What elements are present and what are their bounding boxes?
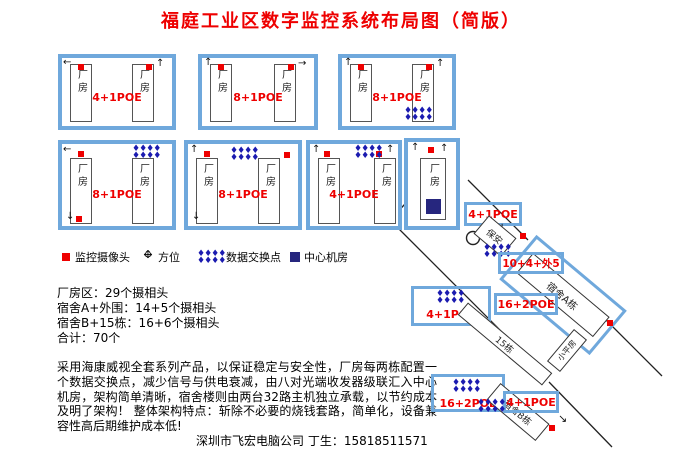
description-text: 采用海康威视全套系列产品，以保证稳定与安全性，厂房每两栋配置一个数据交换点，减少… bbox=[57, 360, 437, 434]
factory-building-label: 厂房 bbox=[263, 163, 275, 189]
switch-cluster-icon: ♦♦♦♦ ♦♦♦♦ bbox=[354, 144, 383, 161]
legend-direction-label: 方位 bbox=[158, 251, 180, 264]
factory-group-4: 厂房 厂房 8+1POE ← ↓ ♦♦♦♦ ♦♦♦♦ bbox=[58, 140, 176, 230]
bottom-switch-box: ♦♦♦♦ ♦♦♦♦ 16+2POE bbox=[431, 374, 505, 412]
legend-switch-label: 数据交换点 bbox=[226, 251, 281, 264]
dorm-a-top-poe-label: 10+4+外5 bbox=[498, 252, 564, 274]
legend-camera-icon bbox=[62, 253, 70, 261]
dorm-b-poe-label: 4+1POE bbox=[503, 391, 559, 413]
factory-building: 厂房 bbox=[274, 64, 296, 122]
switch-cluster-icon: ♦♦♦♦ ♦♦♦♦ bbox=[230, 146, 259, 163]
direction-arrow-icon: ↑ bbox=[156, 58, 165, 69]
poe-label: 4+1POE bbox=[92, 91, 142, 104]
camera-icon bbox=[288, 64, 294, 70]
bottom-poe-label: 16+2POE bbox=[439, 397, 497, 410]
direction-arrow-icon: ↑ bbox=[204, 57, 213, 68]
factory-building: 厂房 bbox=[70, 158, 92, 224]
direction-arrow-icon: ↑ bbox=[440, 143, 449, 154]
switch-cluster-icon: ♦♦♦♦ ♦♦♦♦ bbox=[404, 106, 433, 123]
factory-building-label: 厂房 bbox=[137, 163, 149, 189]
switch-cluster-icon: ♦♦♦♦ ♦♦♦♦ bbox=[452, 378, 481, 395]
camera-icon bbox=[426, 64, 432, 70]
direction-arrow-icon: ↓ bbox=[192, 211, 201, 222]
direction-arrow-icon: ↑ bbox=[386, 144, 395, 155]
factory-building-label: 厂房 bbox=[137, 69, 149, 95]
factory-group-6: 厂房 厂房 4+1POE ↑ ↑ ♦♦♦♦ ♦♦♦♦ bbox=[306, 140, 402, 230]
factory-building: 厂房 bbox=[132, 158, 154, 224]
factory-building-label: 厂房 bbox=[201, 163, 213, 189]
camera-icon bbox=[520, 233, 526, 239]
factory-building: 厂房 bbox=[350, 64, 372, 122]
factory-building-label: 厂房 bbox=[427, 163, 439, 189]
switch-cluster-icon: ♦♦♦♦ ♦♦♦♦ bbox=[477, 398, 506, 415]
legend-camera-label: 监控摄像头 bbox=[75, 251, 130, 264]
factory-building: 厂房 bbox=[318, 158, 340, 224]
legend-server-label: 中心机房 bbox=[304, 251, 348, 264]
poe-label: 8+1POE bbox=[233, 91, 283, 104]
direction-arrow-icon: ↓ bbox=[66, 211, 75, 222]
camera-icon bbox=[428, 147, 434, 153]
legend-direction-icon: ↕ ↔ bbox=[141, 248, 155, 262]
poe-label: 8+1POE bbox=[218, 188, 268, 201]
stat-factory: 厂房区：29个摄相头 bbox=[57, 286, 169, 300]
machine-room-building: 厂房 bbox=[420, 158, 446, 220]
camera-icon bbox=[78, 151, 84, 157]
legend-switch-icon: ♦♦♦♦ ♦♦♦♦ bbox=[197, 249, 226, 266]
camera-icon bbox=[204, 151, 210, 157]
h-arrow-icon: ↔ bbox=[143, 248, 153, 261]
factory-building-label: 厂房 bbox=[355, 69, 367, 95]
direction-arrow-icon: → bbox=[298, 58, 307, 69]
footer-text: 深圳市飞宏电脑公司 丁生：15818511571 bbox=[196, 434, 428, 448]
camera-icon bbox=[78, 64, 84, 70]
factory-building-label: 厂房 bbox=[75, 69, 87, 95]
poe-label: 8+1POE bbox=[372, 91, 422, 104]
direction-arrow-icon: ↑ bbox=[312, 144, 321, 155]
factory-building: 厂房 bbox=[374, 158, 396, 224]
camera-icon bbox=[76, 216, 82, 222]
camera-icon bbox=[376, 151, 382, 157]
camera-icon bbox=[146, 64, 152, 70]
camera-icon bbox=[549, 425, 555, 431]
camera-icon bbox=[218, 64, 224, 70]
stat-dorm-a: 宿舍A+外围：14+5个摄相头 bbox=[57, 301, 217, 315]
machine-room-group: 厂房 ↑ ↑ bbox=[404, 138, 460, 230]
camera-icon bbox=[607, 320, 613, 326]
factory-building-label: 厂房 bbox=[215, 69, 227, 95]
v-arrow-icon: ↕ bbox=[143, 248, 153, 261]
camera-icon bbox=[358, 64, 364, 70]
stat-dorm-b: 宿舍B+15栋：16+6个摄相头 bbox=[57, 316, 220, 330]
poe-label: 4+1POE bbox=[329, 188, 379, 201]
direction-arrow-icon: ← bbox=[63, 144, 72, 155]
direction-arrow-icon: ↑ bbox=[344, 57, 353, 68]
camera-icon bbox=[284, 152, 290, 158]
server-room-icon bbox=[426, 199, 441, 214]
direction-arrow-icon: ↑ bbox=[411, 142, 420, 153]
camera-icon bbox=[324, 151, 330, 157]
direction-arrow-icon: ← bbox=[63, 57, 72, 68]
factory-building: 厂房 bbox=[196, 158, 218, 224]
factory-group-5: 厂房 厂房 8+1POE ↑ ↓ ♦♦♦♦ ♦♦♦♦ bbox=[184, 140, 302, 230]
direction-arrow-icon: ↑ bbox=[190, 144, 199, 155]
stat-total: 合计：70个 bbox=[57, 331, 121, 345]
switch-cluster-icon: ♦♦♦♦ ♦♦♦♦ bbox=[132, 144, 161, 161]
direction-arrow-icon: ↘ bbox=[558, 412, 568, 425]
factory-building: 厂房 bbox=[258, 158, 280, 224]
factory-group-1: 厂房 厂房 4+1POE ← ↑ bbox=[58, 54, 176, 130]
factory-group-2: 厂房 厂房 8+1POE ↑ → bbox=[198, 54, 318, 130]
legend-server-icon bbox=[290, 252, 300, 262]
factory-building-label: 厂房 bbox=[279, 69, 291, 95]
page-title: 福庭工业区数字监控系统布局图（简版） bbox=[161, 11, 521, 32]
factory-building-label: 厂房 bbox=[323, 163, 335, 189]
factory-building-label: 厂房 bbox=[379, 163, 391, 189]
switch-cluster-icon: ♦♦♦♦ ♦♦♦♦ bbox=[436, 289, 465, 306]
factory-building: 厂房 bbox=[412, 64, 434, 122]
switch-cluster-icon: ♦♦♦♦ ♦♦♦♦ bbox=[483, 243, 512, 260]
direction-arrow-icon: ↑ bbox=[436, 58, 445, 69]
factory-building-label: 厂房 bbox=[417, 69, 429, 95]
poe-label: 8+1POE bbox=[92, 188, 142, 201]
factory-building-label: 厂房 bbox=[75, 163, 87, 189]
dorm-a-poe-label: 16+2POE bbox=[494, 293, 558, 315]
factory-group-3: 厂房 厂房 8+1POE ↑ ↑ ♦♦♦♦ ♦♦♦♦ bbox=[338, 54, 456, 130]
factory-building: 厂房 bbox=[132, 64, 154, 122]
